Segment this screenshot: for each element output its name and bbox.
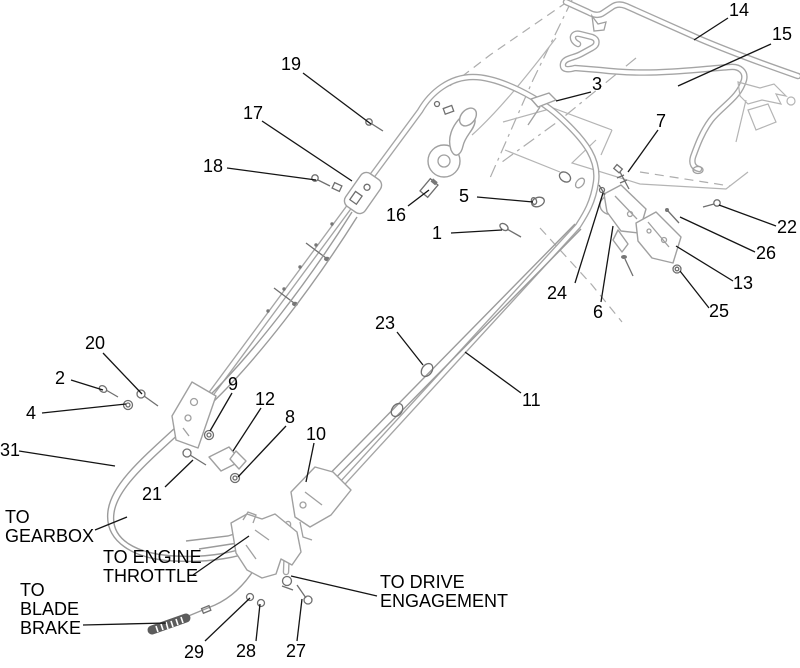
left-mount-plate [171, 381, 217, 449]
callout-25: 25 [709, 301, 730, 321]
brackets [171, 92, 682, 579]
label-to-drive-engagement: TO DRIVE ENGAGEMENT [380, 572, 509, 611]
callout-23: 23 [375, 313, 396, 333]
callout-15: 15 [772, 24, 793, 44]
callout-8: 8 [285, 407, 296, 427]
cable-clamp [390, 402, 404, 418]
callout-22: 22 [777, 217, 798, 237]
cable-clamp [420, 362, 434, 378]
callout-29: 29 [184, 642, 205, 662]
grommet [558, 171, 572, 183]
label-to-gearbox: TO GEARBOX [5, 507, 95, 546]
lower-handle [187, 73, 600, 516]
tube14-clip [591, 13, 607, 32]
callout-13: 13 [733, 273, 754, 293]
control-bracket [230, 513, 302, 579]
clevis-eye [281, 575, 293, 587]
callout-5: 5 [459, 186, 470, 206]
callout-19: 19 [281, 54, 302, 74]
callout-24: 24 [547, 283, 568, 303]
callout-20: 20 [85, 333, 106, 353]
adjust-bracket-13 [635, 211, 682, 264]
callout-27: 27 [286, 641, 307, 661]
callout-26: 26 [756, 243, 777, 263]
label-to-engine-throttle: TO ENGINE THROTTLE [103, 547, 202, 586]
throttle-lever [419, 107, 478, 199]
callout-7: 7 [656, 111, 667, 131]
console [343, 171, 383, 215]
callout-10: 10 [306, 424, 327, 444]
callout-9: 9 [228, 374, 239, 394]
apex-screw [433, 100, 441, 108]
callout-18: 18 [203, 156, 224, 176]
callout-17: 17 [243, 103, 264, 123]
callout-12: 12 [255, 389, 276, 409]
tag-3 [530, 92, 557, 108]
callout-6: 6 [593, 302, 604, 322]
conduit-spring [147, 613, 191, 635]
callout-3: 3 [592, 74, 603, 94]
label-to-blade-brake: TO BLADE BRAKE [20, 580, 82, 638]
callout-21: 21 [142, 484, 163, 504]
phantom-end-bracket [737, 81, 788, 105]
callout-2: 2 [55, 368, 66, 388]
callout-31: 31 [0, 440, 21, 460]
callout-11: 11 [522, 390, 541, 410]
callout-1: 1 [432, 223, 443, 243]
fasteners [98, 118, 721, 608]
apex-ferrule [442, 104, 455, 116]
tube15-foot [692, 165, 704, 175]
callout-28: 28 [236, 641, 257, 661]
gearbox-cable [107, 211, 353, 563]
callout-4: 4 [26, 403, 37, 423]
leader-lines [18, 17, 777, 642]
right-mount-bracket [290, 466, 352, 528]
phantom-upper-handle [446, 0, 800, 323]
callout-16: 16 [386, 205, 407, 225]
callout-14: 14 [729, 0, 750, 20]
